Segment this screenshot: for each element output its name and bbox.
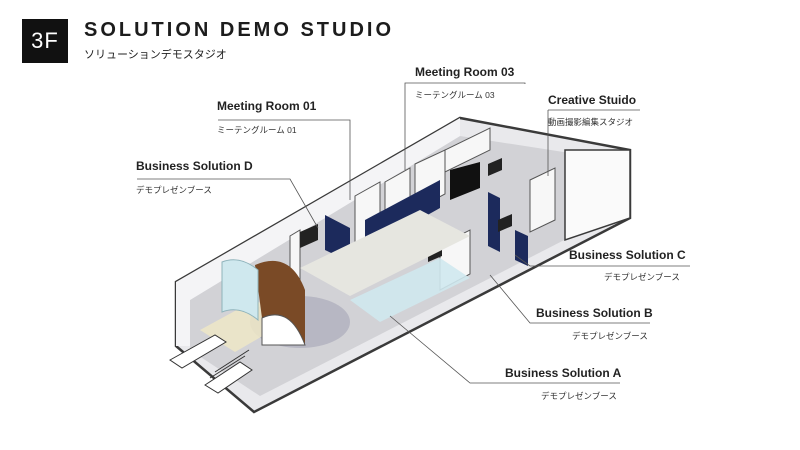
label-meeting-room-03: Meeting Room 03 [415, 65, 515, 79]
desc-business-solution-b: デモプレゼンブース [572, 331, 648, 341]
label-business-solution-a: Business Solution A [505, 366, 622, 380]
white-curved-wall [261, 314, 306, 346]
desc-business-solution-c: デモプレゼンブース [604, 272, 680, 282]
page-title: SOLUTION DEMO STUDIO [84, 19, 394, 41]
page-subtitle: ソリューションデモスタジオ [84, 49, 227, 61]
label-meeting-room-01: Meeting Room 01 [217, 99, 317, 113]
right-wall [564, 149, 631, 242]
label-creative-studio: Creative Stuido [548, 93, 637, 107]
label-business-solution-d: Business Solution D [136, 159, 253, 173]
presentation-floor [300, 210, 470, 296]
desc-meeting-room-03: ミーテングルーム 03 [415, 90, 495, 100]
label-business-solution-b: Business Solution B [536, 306, 653, 320]
leader-lines [137, 82, 690, 384]
floor-badge: 3F [22, 19, 68, 63]
desc-creative-studio: 動画撮影編集スタジオ [548, 117, 634, 127]
desc-meeting-room-01: ミーテングルーム 01 [217, 125, 297, 135]
desc-business-solution-d: デモプレゼンブース [136, 185, 212, 195]
stairs [169, 334, 253, 394]
desc-business-solution-a: デモプレゼンブース [541, 391, 617, 401]
glass-curved-wall [221, 259, 259, 322]
glass-zone [350, 258, 470, 322]
back-wall [176, 118, 460, 346]
label-business-solution-c: Business Solution C [569, 248, 686, 262]
